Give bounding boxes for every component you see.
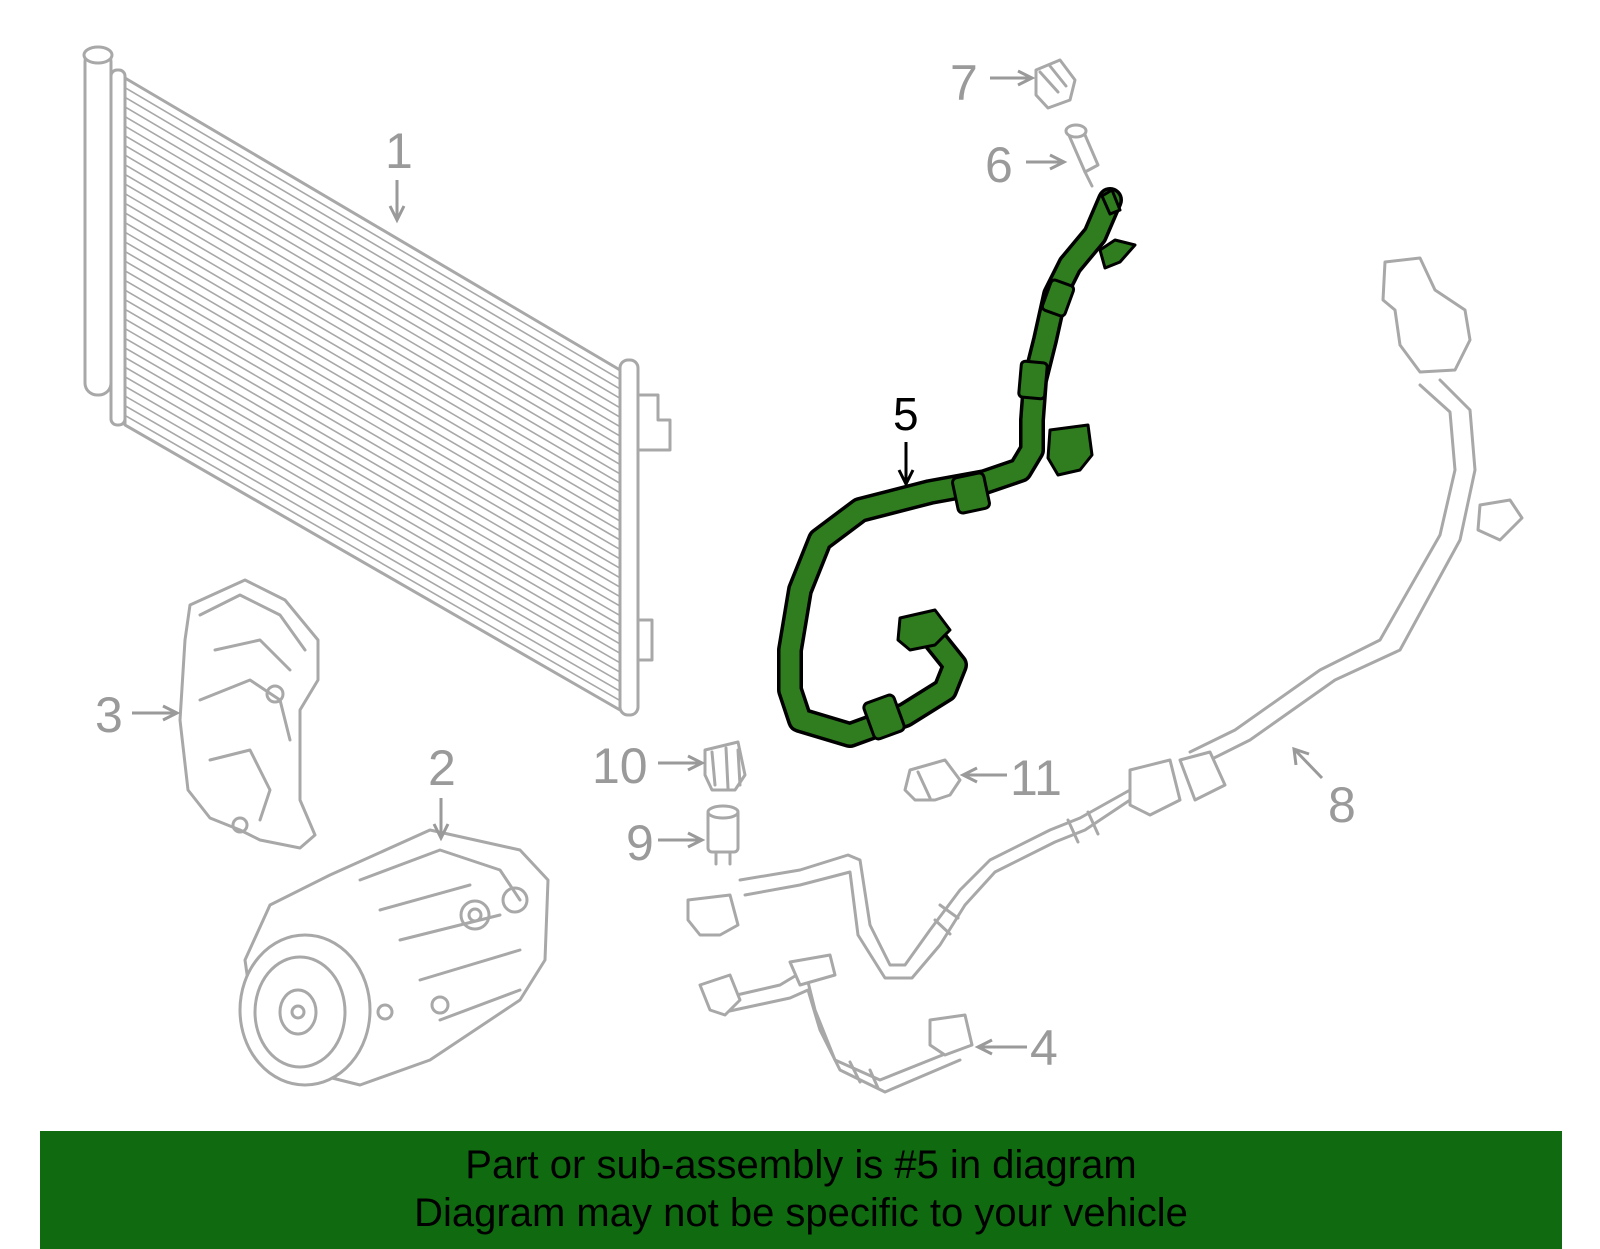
condenser-fin (124, 135, 621, 428)
condenser-fin (124, 96, 621, 390)
banner-line-disclaimer: Diagram may not be specific to your vehi… (414, 1191, 1188, 1235)
pressure-switch-part-9[interactable] (706, 804, 740, 866)
callout-5: 5 (893, 388, 919, 440)
compressor-part-2[interactable] (238, 828, 550, 1087)
condenser-fin (124, 154, 621, 447)
condenser-part-1[interactable] (82, 45, 672, 717)
condenser-fin (124, 308, 621, 598)
condenser-fin (124, 144, 621, 437)
ac-line-part-4[interactable] (698, 953, 974, 1094)
condenser-fin (124, 106, 621, 399)
callout-3: 3 (95, 687, 123, 743)
cap-part-7[interactable] (1034, 58, 1077, 110)
condenser-fin (124, 202, 621, 494)
condenser-fin (124, 260, 621, 551)
callout-11: 11 (1010, 750, 1062, 806)
callout-4: 4 (1030, 1020, 1058, 1076)
banner-line-part: Part or sub-assembly is #5 in diagram (465, 1143, 1137, 1187)
condenser-fin (124, 347, 621, 636)
pressure-switch-part-6[interactable] (1064, 123, 1100, 188)
condenser-fin (124, 270, 621, 560)
condenser-fin (124, 356, 621, 645)
condenser-fin (124, 337, 621, 626)
cap-part-11[interactable] (903, 758, 962, 802)
condenser-fin (124, 279, 621, 569)
condenser-fin (124, 125, 621, 418)
condenser-fin (124, 250, 621, 541)
info-banner: Part or sub-assembly is #5 in diagram Di… (40, 1131, 1562, 1249)
callout-8: 8 (1328, 777, 1356, 833)
callout-1: 1 (385, 123, 413, 179)
callout-7: 7 (950, 55, 978, 111)
condenser-fin (124, 385, 621, 673)
condenser-fin (124, 212, 621, 503)
condenser-fin (124, 327, 621, 617)
ac-line-part-8[interactable] (686, 256, 1524, 980)
condenser-fin (124, 299, 621, 588)
condenser-fin (124, 289, 621, 579)
condenser-fin (124, 414, 621, 702)
condenser-fin (124, 376, 621, 664)
condenser-fin (124, 405, 621, 692)
condenser-fin (124, 318, 621, 607)
condenser-fin (124, 86, 621, 381)
condenser-fins (124, 86, 621, 702)
condenser-fin (124, 221, 621, 513)
condenser-fin (124, 183, 621, 475)
bracket-part-3[interactable] (178, 578, 320, 850)
condenser-fin (124, 395, 621, 683)
condenser-fin (124, 231, 621, 522)
condenser-fin (124, 164, 621, 456)
condenser-fin (124, 173, 621, 466)
condenser-fin (124, 115, 621, 409)
callout-2: 2 (428, 740, 456, 796)
leader-arrows (132, 69, 1324, 1056)
callout-9: 9 (626, 815, 654, 871)
callout-10: 10 (592, 738, 648, 794)
condenser-fin (124, 241, 621, 532)
cap-part-10[interactable] (703, 740, 747, 792)
discharge-hose-part-5[interactable] (777, 187, 1137, 748)
condenser-fin (124, 366, 621, 654)
condenser-fin (124, 193, 621, 484)
callout-6: 6 (985, 137, 1013, 193)
